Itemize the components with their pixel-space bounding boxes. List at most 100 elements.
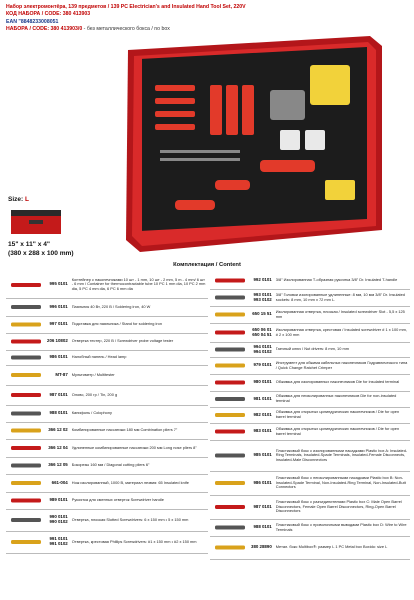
item-description: Олово, 200 гр / Tin, 200 g xyxy=(70,385,208,406)
item-code: 981 0101 xyxy=(250,391,275,408)
item-description: Обжимка для открытых цилиндрических нако… xyxy=(274,407,410,424)
item-description: Нож изолированный, 1000 В, материал лезв… xyxy=(70,474,208,493)
item-code: 993 0101 993 0102 xyxy=(250,289,275,307)
item-thumbnail xyxy=(6,333,46,351)
item-description: Пластиковый бокс с разъединителями Plast… xyxy=(274,495,410,520)
item-thumbnail xyxy=(210,391,250,408)
item-thumbnail xyxy=(210,495,250,520)
item-thumbnail xyxy=(6,298,46,317)
item-thumbnail xyxy=(6,316,46,334)
item-thumbnail xyxy=(210,357,250,375)
item-description: Пластиковый бокс с изолированными насадк… xyxy=(274,440,410,472)
item-description: Обжимка для неизолированных наконечников… xyxy=(274,391,410,408)
item-code: 987 0101 xyxy=(46,385,71,406)
item-description: Пластиковый бокс с проволочными выводами… xyxy=(274,519,410,537)
item-code: 661-004 xyxy=(46,474,71,493)
item-description: Изолированная отвертка, плоская / Insula… xyxy=(274,306,410,324)
item-code: 997 0101 xyxy=(46,316,71,334)
item-code: 366 12 05 xyxy=(46,457,71,475)
item-description: Отвертка тестер, 220 В / Screwdriver pro… xyxy=(70,333,208,351)
item-description: Инструмент для обжима кабельных наконечн… xyxy=(274,357,410,375)
item-code: 983 0101 xyxy=(250,423,275,441)
item-thumbnail xyxy=(6,365,46,386)
item-code: 990 0101 990 0102 xyxy=(46,509,71,532)
item-code: 986 0101 xyxy=(250,471,275,496)
item-thumbnail xyxy=(6,272,46,299)
item-thumbnail xyxy=(6,422,46,440)
item-code: MT-87 xyxy=(46,365,71,386)
item-thumbnail xyxy=(6,350,46,366)
item-thumbnail xyxy=(210,306,250,324)
item-code: 988 0101 xyxy=(250,519,275,537)
item-thumbnail xyxy=(6,492,46,510)
item-description: Бокорезы 160 мм / Diagonal cutting plier… xyxy=(70,457,208,475)
item-code: 989 0101 xyxy=(46,492,71,510)
item-description: Удлиненные комбинированные пассатижи 200… xyxy=(70,439,208,458)
item-code: 994 0101 994 0102 xyxy=(250,342,275,358)
item-thumbnail xyxy=(6,457,46,475)
item-code: 988 0101 xyxy=(46,405,71,423)
item-thumbnail xyxy=(210,536,250,560)
item-code: 650 06 01 650 04 51 xyxy=(250,323,275,343)
item-description: Контейнер с наконечниками 10 шт - 1 mm, … xyxy=(70,272,208,299)
item-code: 979 0101 xyxy=(250,357,275,375)
item-thumbnail xyxy=(210,323,250,343)
item-description: 3/8" Изолированная Т-образная рукоятка 3… xyxy=(274,272,410,290)
item-code: 366 12 04 xyxy=(46,439,71,458)
item-code: 980 0101 xyxy=(250,374,275,392)
item-thumbnail xyxy=(6,531,46,554)
item-code: 366 12 02 xyxy=(46,422,71,440)
item-description: Паяльник 40 Вт, 220 В / Soldering iron, … xyxy=(70,298,208,317)
item-description: Гаечный ключ / Nut drivers: 8 mm, 10 mm xyxy=(274,342,410,358)
variant-note: - без металлического бокса / no box xyxy=(82,26,170,33)
header: Набор электромонтёра, 139 предметов / 13… xyxy=(6,4,410,34)
item-description: Обжимка для изолированных наконечников D… xyxy=(274,374,410,392)
item-code: 986 0101 xyxy=(46,350,71,366)
item-thumbnail xyxy=(210,289,250,307)
item-thumbnail xyxy=(210,342,250,358)
item-thumbnail xyxy=(6,509,46,532)
item-code: 380 28890 xyxy=(250,536,275,560)
item-thumbnail xyxy=(6,439,46,458)
item-code: 987 0101 xyxy=(250,495,275,520)
item-thumbnail xyxy=(210,471,250,496)
item-description: Комбинированные пассатижи 180 мм Combina… xyxy=(70,422,208,440)
size-label: Size: L xyxy=(8,196,29,203)
set-code: КОД НАБОРА / CODE: 380 413903 xyxy=(6,11,91,18)
contents-title: Комплектация / Content xyxy=(173,262,241,268)
item-description: Отвертка, плоская Slotted Screwdrivers: … xyxy=(70,509,208,532)
ean-code: EAN "8848233008051 xyxy=(6,18,59,25)
item-description: Пластиковый бокс с неизолированными наса… xyxy=(274,471,410,496)
item-thumbnail xyxy=(210,423,250,441)
variant-code: НАБОРА / CODE: 380 413903/0 xyxy=(6,26,83,33)
item-description: 3/8" Головки изолированные удлиненные: 8… xyxy=(274,289,410,307)
item-thumbnail xyxy=(6,405,46,423)
item-code: 991 0101 991 0102 xyxy=(46,531,71,554)
item-code: 996 0101 xyxy=(46,298,71,317)
